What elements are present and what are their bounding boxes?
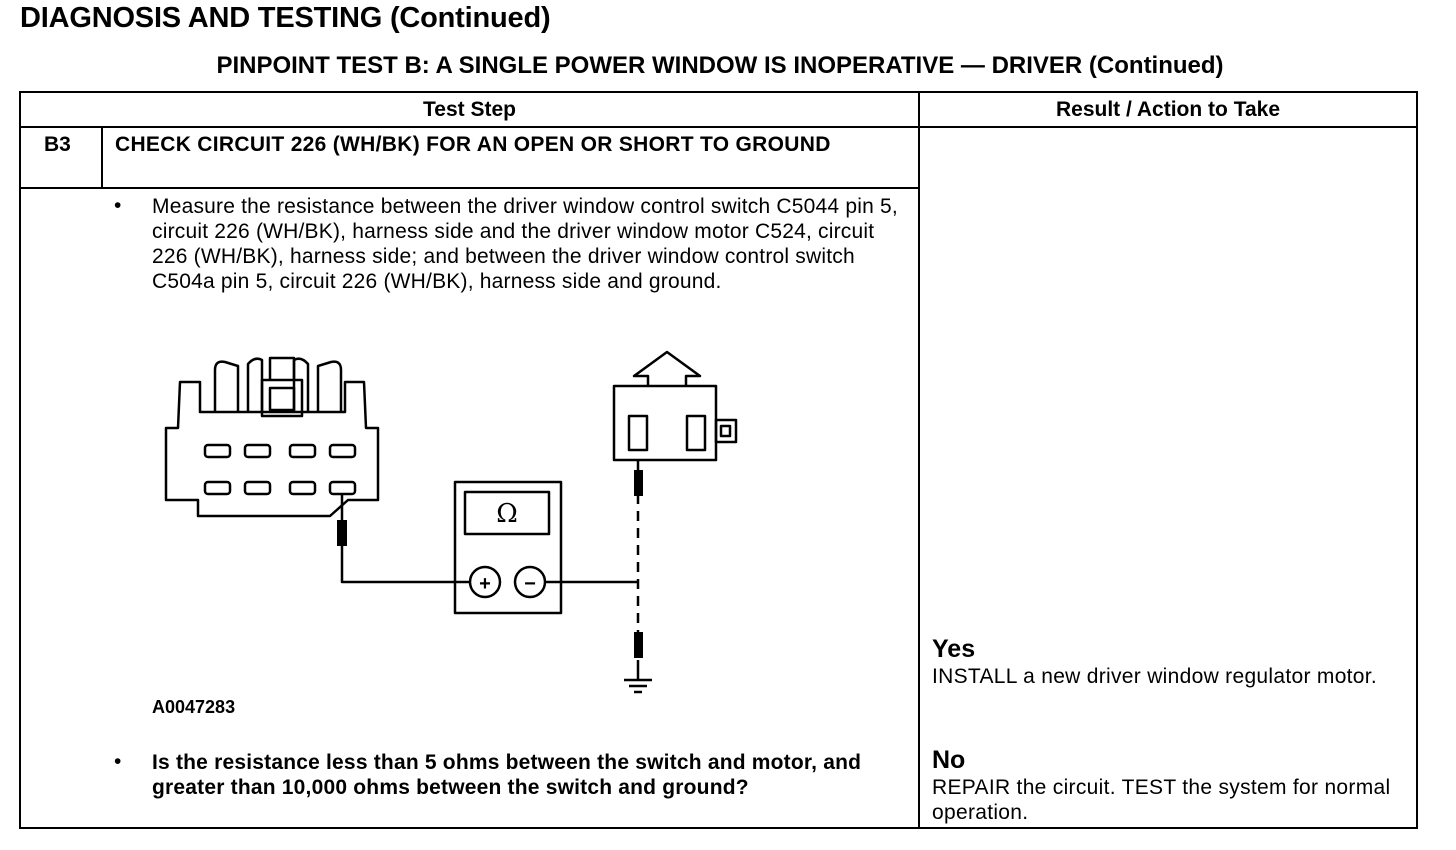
step-question: Is the resistance less than 5 ohms betwe… [152, 751, 862, 799]
step-id: B3 [44, 133, 71, 156]
motor-connector [612, 350, 738, 462]
switch-connector [164, 356, 380, 518]
probe-tip-ground [634, 632, 643, 658]
header-result-action: Result / Action to Take [1055, 98, 1281, 121]
header-test-step: Test Step [423, 98, 516, 121]
step-id-divider [101, 126, 103, 188]
multimeter [453, 480, 563, 615]
minus-terminal: − [524, 573, 536, 595]
page-title: DIAGNOSIS AND TESTING (Continued) [20, 2, 551, 34]
pinpoint-test-subtitle: PINPOINT TEST B: A SINGLE POWER WINDOW I… [216, 52, 1224, 79]
step-title: CHECK CIRCUIT 226 (WH/BK) FOR AN OPEN OR… [115, 133, 831, 156]
result-no-heading: No [932, 746, 966, 774]
step-instruction: Measure the resistance between the drive… [152, 195, 898, 293]
bullet-marker-question: • [114, 750, 122, 773]
ohm-symbol: Ω [496, 499, 518, 529]
header-rule [19, 126, 1418, 128]
probe-tip-switch [337, 520, 347, 546]
test-table [19, 91, 1418, 829]
probe-tip-motor [634, 470, 643, 496]
figure-code: A0047283 [152, 697, 236, 717]
column-divider [918, 91, 920, 829]
plus-terminal: + [479, 573, 491, 595]
step-title-rule [19, 187, 919, 189]
result-yes-heading: Yes [932, 635, 976, 663]
bullet-marker: • [114, 194, 122, 217]
result-no-action: REPAIR the circuit. TEST the system for … [932, 776, 1391, 824]
result-yes-action: INSTALL a new driver window regulator mo… [932, 665, 1378, 688]
